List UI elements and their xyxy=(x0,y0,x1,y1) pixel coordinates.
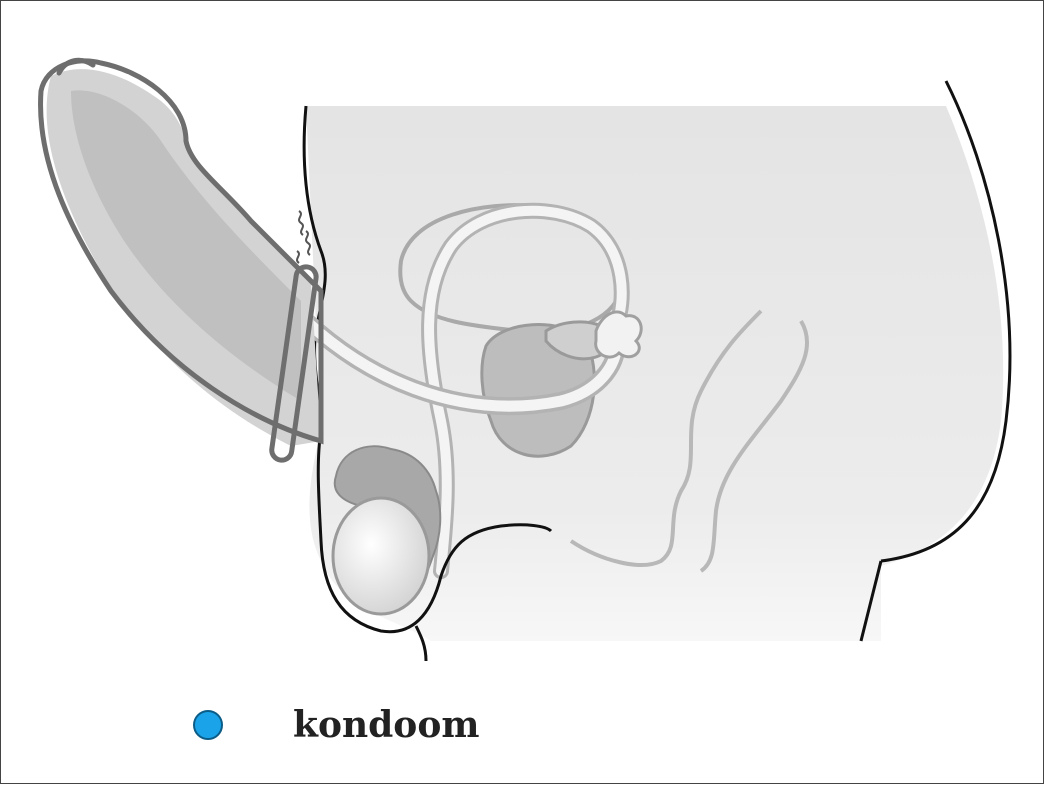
testis xyxy=(333,498,429,614)
legend: kondoom xyxy=(193,707,479,743)
legend-label-condom: kondoom xyxy=(293,707,479,743)
legend-dot-condom-icon xyxy=(193,710,223,740)
fimbriae xyxy=(596,312,642,357)
